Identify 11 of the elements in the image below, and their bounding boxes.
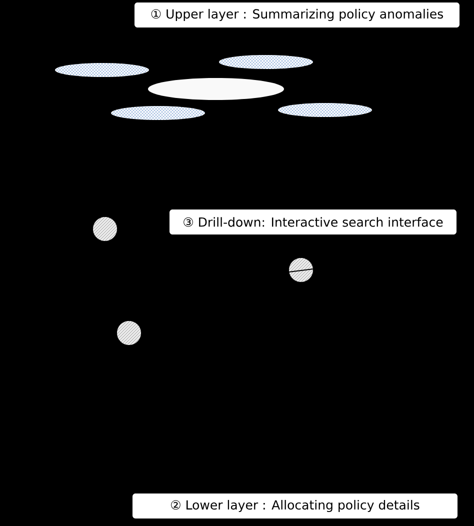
hatched-ellipse xyxy=(111,106,205,120)
hatched-ellipse xyxy=(219,55,313,69)
hatched-circle xyxy=(117,321,141,345)
ellipse xyxy=(148,78,284,100)
hatched-circle xyxy=(93,217,117,241)
hatched-circle xyxy=(289,258,313,282)
layer-label: ② Lower layer : Allocating policy details xyxy=(132,494,458,518)
layer-label: ③ Drill-down: Interactive search interface xyxy=(170,210,456,234)
layer-label: ① Upper layer : Summarizing policy anomalies xyxy=(134,2,460,28)
hatched-ellipse xyxy=(55,63,149,77)
hatched-ellipse xyxy=(278,103,372,117)
